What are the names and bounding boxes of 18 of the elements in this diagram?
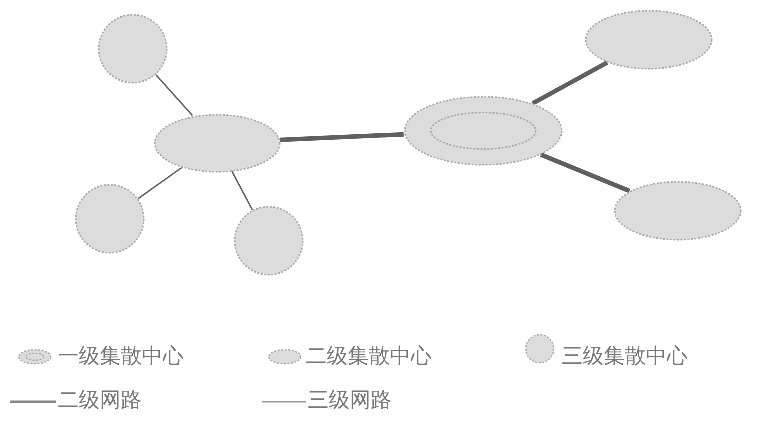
legend-label: 三级网路 xyxy=(308,390,392,411)
circle-node xyxy=(75,184,145,254)
ellipse-node xyxy=(614,181,742,241)
legend-label: 三级集散中心 xyxy=(562,346,688,367)
connector-line xyxy=(532,60,608,106)
legend-label: 一级集散中心 xyxy=(58,346,184,367)
legend-label: 二级集散中心 xyxy=(306,346,432,367)
ellipse-node xyxy=(154,114,280,172)
circle-node xyxy=(234,206,304,276)
connector-line xyxy=(232,171,254,210)
connector-line xyxy=(138,167,183,200)
connector-line xyxy=(280,132,404,142)
circle-node xyxy=(98,14,168,84)
ellipse-node xyxy=(404,96,562,166)
connector-line xyxy=(540,152,631,194)
legend-label: 二级网路 xyxy=(58,390,142,411)
connector-line xyxy=(156,74,194,116)
ellipse-node xyxy=(585,10,713,70)
